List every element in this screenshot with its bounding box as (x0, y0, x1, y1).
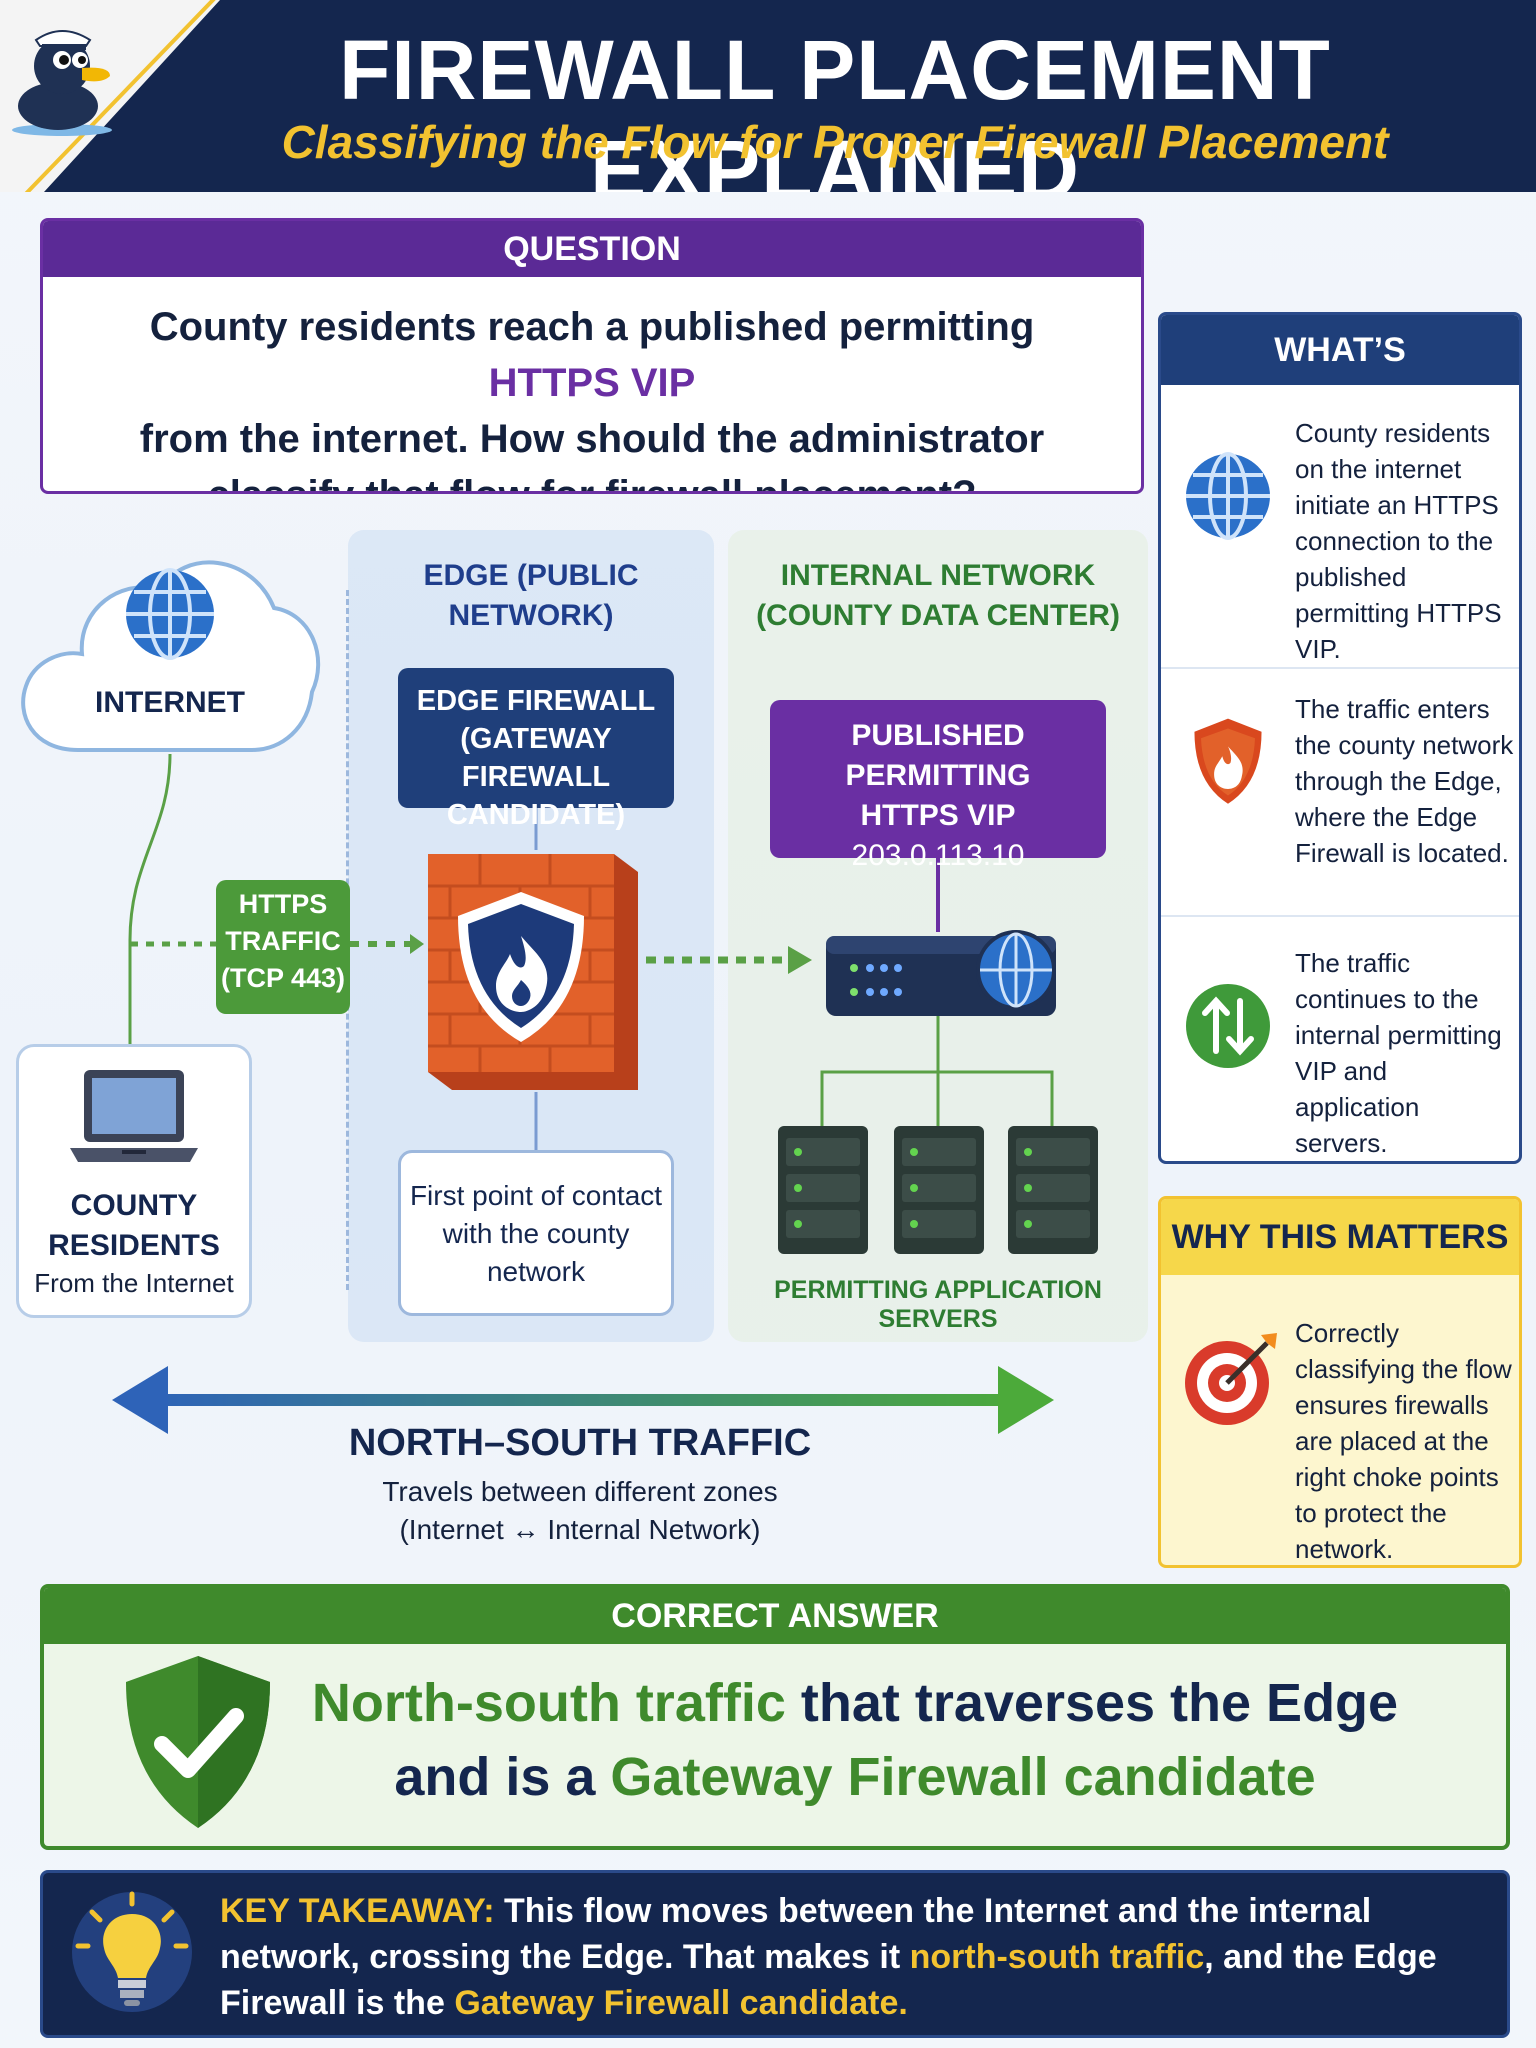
correct-answer-panel: CORRECT ANSWER (40, 1584, 1510, 1850)
county-residents-name: COUNTY RESIDENTS (16, 1186, 252, 1266)
answer-gateway-candidate: Gateway Firewall candidate (610, 1747, 1316, 1807)
why-this-matters-text: Correctly classifying the flow ensures f… (1295, 1318, 1512, 1564)
application-servers-label: PERMITTING APPLICATION SERVERS (774, 1276, 1102, 1333)
north-south-subtitle-1: Travels between different zones (382, 1476, 778, 1507)
edge-firewall-label-box: EDGE FIREWALL (GATEWAY FIREWALL CANDIDAT… (398, 668, 674, 831)
page-title: FIREWALL PLACEMENT EXPLAINED (339, 23, 1331, 192)
header-banner: FIREWALL PLACEMENT EXPLAINED Classifying… (0, 0, 1536, 192)
key-takeaway-label: KEY TAKEAWAY: (220, 1892, 495, 1930)
https-traffic-line1: HTTPS (238, 889, 328, 919)
north-south-subtitle-2: (Internet ↔ Internal Network) (399, 1514, 761, 1545)
lightbulb-icon (72, 1891, 192, 2012)
answer-line1-rest: that traverses the Edge (785, 1673, 1399, 1733)
vip-ip-address: 203.0.113.10 (851, 839, 1025, 872)
happening-item-text: The traffic continues to the internal pe… (1295, 948, 1502, 1158)
whats-happening-panel: WHAT’S HAPPENING? County residents on th… (1158, 312, 1522, 1164)
internet-label: INTERNET (95, 686, 245, 719)
happening-item: The traffic enters the county network th… (1161, 694, 1519, 868)
county-residents-subtitle: From the Internet (34, 1268, 234, 1298)
https-traffic-line2: TRAFFIC (225, 926, 341, 956)
edge-firewall-line3: CANDIDATE) (446, 799, 626, 831)
happening-item-text: County residents on the internet initiat… (1295, 418, 1502, 664)
takeaway-part1: This flow moves between the Internet and… (220, 1892, 1372, 1976)
globe-icon (126, 568, 214, 660)
why-this-matters-heading: WHY THIS MATTERS (1161, 1199, 1519, 1275)
firewall-shield-icon (1194, 718, 1262, 804)
https-traffic-badge: HTTPS TRAFFIC (TCP 443) (216, 880, 350, 1014)
edge-zone-title: EDGE (PUBLIC NETWORK) (423, 559, 639, 632)
first-point-of-contact-box: First point of contact with the county n… (398, 1150, 674, 1316)
key-takeaway-text: KEY TAKEAWAY: This flow moves between th… (220, 1888, 1490, 2026)
happening-item: The traffic continues to the internal pe… (1161, 945, 1519, 1158)
correct-answer-text: North-south traffic that traverses the E… (290, 1666, 1420, 1814)
answer-north-south: North-south traffic (311, 1673, 786, 1733)
county-residents-name-line2: RESIDENTS (48, 1229, 220, 1262)
duck-mascot-icon (12, 30, 112, 136)
internal-zone-title-line2: (COUNTY DATA CENTER) (756, 599, 1120, 632)
globe-icon (1186, 452, 1270, 540)
https-traffic-line3: (TCP 443) (220, 963, 346, 993)
edge-firewall-line2: (GATEWAY FIREWALL (460, 723, 612, 793)
question-card: QUESTION County residents reach a publis… (40, 218, 1144, 494)
takeaway-gateway-candidate: Gateway Firewall candidate. (454, 1984, 908, 2022)
target-icon (1185, 1333, 1277, 1425)
key-takeaway-panel (40, 1870, 1510, 2038)
application-servers-icon (778, 1126, 1098, 1254)
page-subtitle: Classifying the Flow for Proper Firewall… (281, 116, 1389, 168)
question-heading: QUESTION (43, 221, 1141, 277)
contact-line3: network (486, 1256, 586, 1287)
question-text: County residents reach a published permi… (43, 277, 1141, 491)
up-down-arrows-icon (1186, 984, 1270, 1068)
check-shield-icon (126, 1656, 270, 1828)
internal-zone-title: INTERNAL NETWORK (COUNTY DATA CENTER) (728, 556, 1148, 636)
answer-line2-start: and is a (394, 1747, 611, 1807)
contact-line1: First point of contact (409, 1180, 663, 1211)
contact-line2: with the county (442, 1218, 630, 1249)
takeaway-north-south: north-south traffic (909, 1938, 1205, 1976)
north-south-title: NORTH–SOUTH TRAFFIC (348, 1422, 812, 1464)
load-balancer-router-icon (826, 930, 1056, 1016)
laptop-icon (70, 1070, 198, 1162)
vip-line1: PUBLISHED PERMITTING (845, 719, 1031, 792)
happening-item-text: The traffic enters the county network th… (1295, 694, 1514, 868)
why-this-matters-panel: WHY THIS MATTERS Correctly classifying t… (1158, 1196, 1522, 1568)
question-text-part2: from the internet. How should the admini… (139, 417, 1045, 461)
whats-happening-heading: WHAT’S HAPPENING? (1161, 315, 1519, 439)
published-vip-box: PUBLISHED PERMITTING HTTPS VIP 203.0.113… (770, 700, 1106, 872)
correct-answer-heading: CORRECT ANSWER (44, 1588, 1506, 1644)
question-text-part1: County residents reach a published permi… (149, 305, 1035, 349)
internal-zone-title-line1: INTERNAL NETWORK (780, 559, 1096, 592)
question-highlight: HTTPS VIP (488, 361, 696, 405)
takeaway-part3: , and the Edge Firewall is the (220, 1938, 1437, 2022)
firewall-brick-icon (428, 854, 638, 1090)
edge-firewall-line1: EDGE FIREWALL (416, 685, 656, 717)
happening-item: County residents on the internet initiat… (1161, 415, 1519, 664)
question-text-part3: classify that flow for firewall placemen… (207, 473, 976, 491)
vip-line2: HTTPS VIP (860, 799, 1016, 832)
county-residents-name-line1: COUNTY (70, 1189, 198, 1222)
